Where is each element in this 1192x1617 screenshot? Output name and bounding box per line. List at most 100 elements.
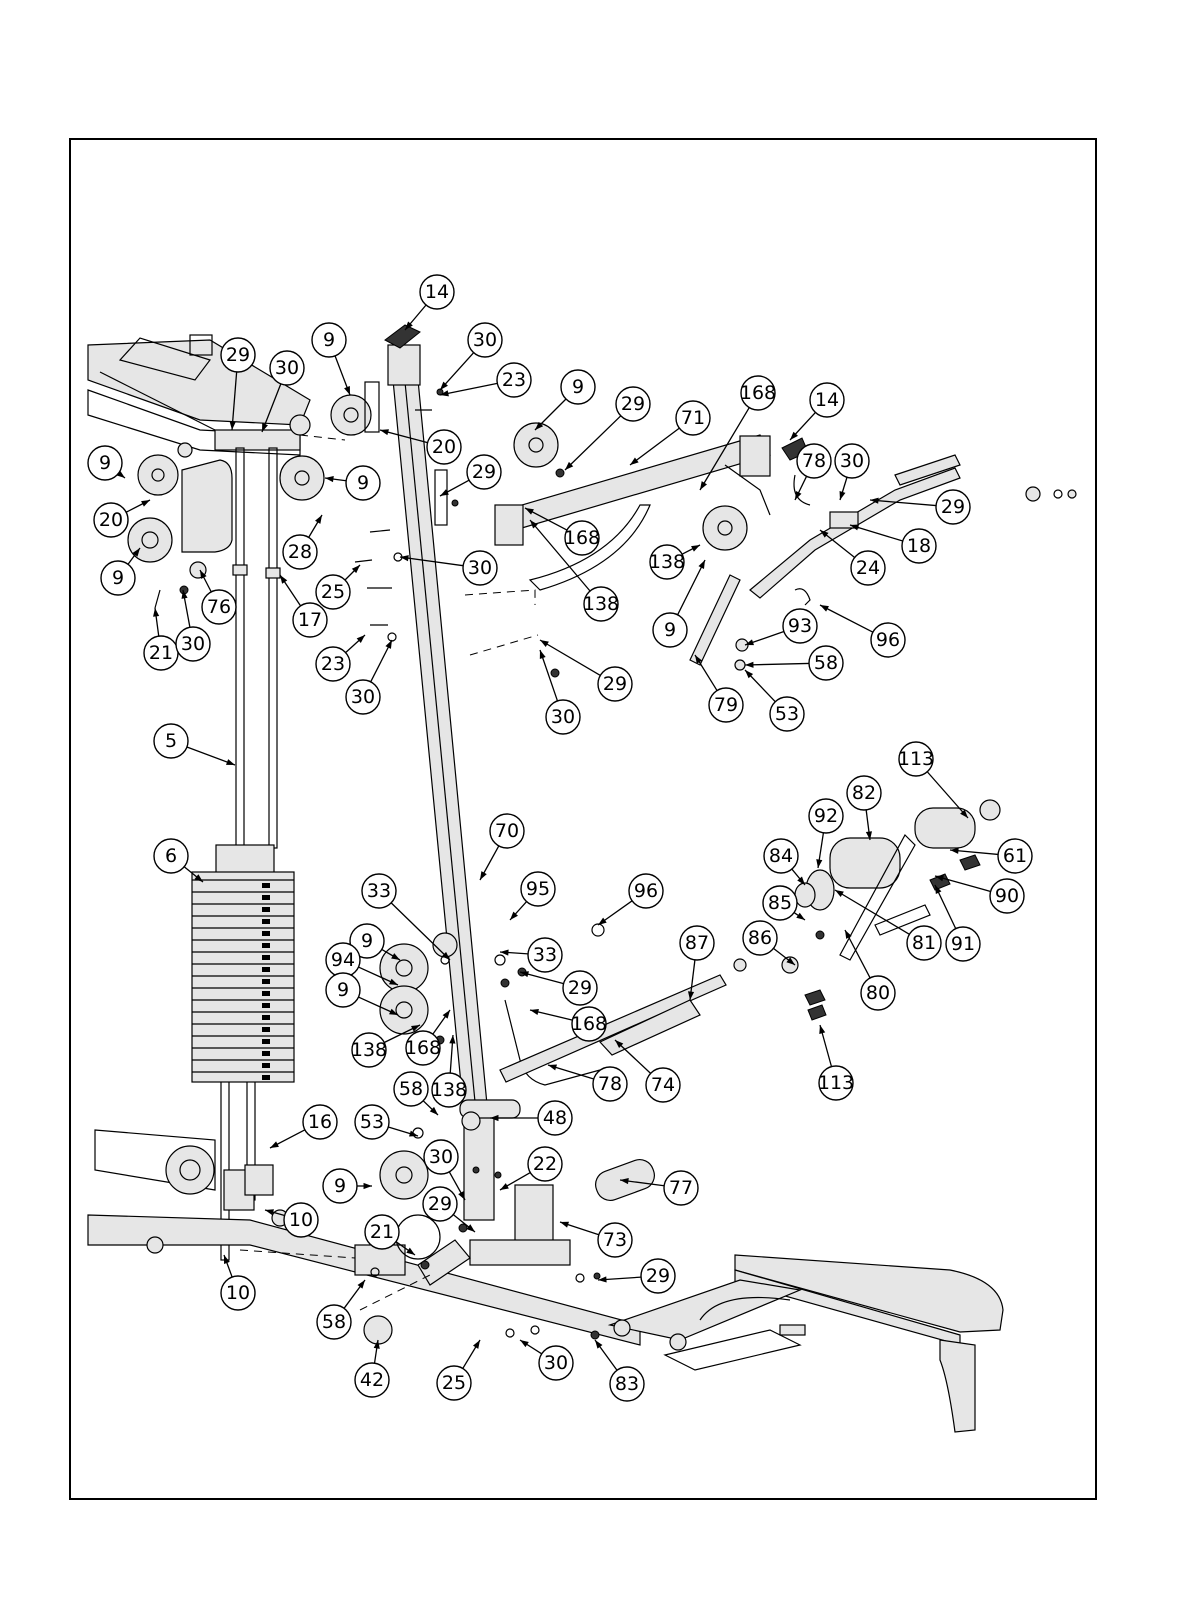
part-callout: 80 [861, 976, 895, 1010]
leader-arrowhead [698, 560, 705, 569]
part-callout: 18 [902, 529, 936, 563]
part-callout: 73 [598, 1223, 632, 1257]
callout-number: 20 [432, 436, 456, 458]
callout-number: 9 [572, 376, 584, 398]
part-callout: 29 [423, 1187, 457, 1221]
leader-arrowhead [840, 491, 846, 500]
part-callout: 9 [88, 446, 122, 480]
part-callout: 53 [355, 1105, 389, 1139]
part-callout: 58 [809, 646, 843, 680]
callout-number: 16 [308, 1111, 332, 1133]
callout-number: 9 [664, 619, 676, 641]
part-callout: 9 [312, 323, 346, 357]
callout-number: 5 [165, 730, 177, 752]
leader-line [440, 383, 497, 395]
part-callout: 22 [528, 1147, 562, 1181]
weight-plate-pin-slot [262, 895, 270, 900]
callout-number: 70 [495, 820, 519, 842]
parts-drawing [88, 325, 1076, 1432]
part-callout: 91 [946, 927, 980, 961]
part-callout: 53 [770, 697, 804, 731]
part-callout: 9 [346, 466, 380, 500]
weight-plate-pin-slot [262, 1063, 270, 1068]
weight-plate-pin-slot [262, 931, 270, 936]
part-callout: 168 [571, 1007, 607, 1041]
part-callout: 78 [797, 444, 831, 478]
leader-arrowhead [950, 848, 959, 854]
part-callout: 30 [270, 351, 304, 385]
callout-number: 29 [603, 673, 627, 695]
callout-number: 81 [912, 932, 936, 954]
callout-number: 58 [322, 1311, 346, 1333]
weight-plate-pin-slot [262, 943, 270, 948]
part-callout: 85 [763, 886, 797, 920]
part-callout: 138 [431, 1073, 467, 1107]
weight-plate-pin-slot [262, 967, 270, 972]
callout-number: 25 [442, 1372, 466, 1394]
part-callout: 29 [641, 1259, 675, 1293]
part-callout: 30 [835, 444, 869, 478]
callout-number: 48 [543, 1107, 567, 1129]
part-callout: 87 [680, 926, 714, 960]
leader-arrowhead [540, 640, 549, 647]
part-callout: 138 [649, 545, 685, 579]
callout-number: 21 [149, 642, 173, 664]
callout-number: 85 [768, 892, 792, 914]
callout-number: 30 [544, 1352, 568, 1374]
part-callout: 61 [998, 839, 1032, 873]
leader-arrowhead [315, 515, 322, 524]
leader-arrowhead [540, 650, 546, 659]
callout-number: 138 [351, 1039, 387, 1061]
part-callout: 81 [907, 926, 941, 960]
callout-number: 25 [321, 581, 345, 603]
leader-arrowhead [270, 1141, 279, 1148]
callout-number: 92 [814, 805, 838, 827]
part-callout: 76 [202, 590, 236, 624]
part-callout: 74 [646, 1068, 680, 1102]
leader-arrowhead [325, 476, 334, 482]
part-callout: 92 [809, 799, 843, 833]
callout-number: 28 [288, 541, 312, 563]
weight-plate-pin-slot [262, 883, 270, 888]
callout-number: 79 [714, 694, 738, 716]
leader-arrowhead [691, 545, 700, 552]
callout-number: 77 [669, 1177, 693, 1199]
callout-number: 20 [99, 509, 123, 531]
part-callout: 9 [101, 561, 135, 595]
part-callout: 33 [528, 938, 562, 972]
part-callout: 96 [629, 874, 663, 908]
callout-number: 9 [337, 979, 349, 1001]
part-callout: 113 [818, 1066, 854, 1100]
callout-number: 30 [275, 357, 299, 379]
weight-plate-pin-slot [262, 1075, 270, 1080]
leader-arrowhead [700, 481, 707, 490]
callout-number: 9 [357, 472, 369, 494]
callout-number: 30 [429, 1146, 453, 1168]
press-rod [500, 959, 746, 1082]
callout-number: 168 [564, 527, 600, 549]
callout-number: 80 [866, 982, 890, 1004]
leader-arrowhead [141, 500, 150, 507]
part-callout: 113 [898, 742, 934, 776]
part-callout: 29 [467, 455, 501, 489]
callout-number: 87 [685, 932, 709, 954]
callout-number: 30 [351, 686, 375, 708]
callout-number: 58 [814, 652, 838, 674]
part-callout: 14 [420, 275, 454, 309]
leader-arrowhead [595, 1340, 602, 1349]
part-callout: 29 [616, 387, 650, 421]
callout-number: 78 [598, 1073, 622, 1095]
callout-number: 76 [207, 596, 231, 618]
callout-number: 93 [788, 615, 812, 637]
weight-plate-pin-slot [262, 979, 270, 984]
leader-arrowhead [835, 890, 844, 897]
part-callout: 20 [94, 503, 128, 537]
part-callout: 30 [176, 627, 210, 661]
part-callout: 168 [405, 1031, 441, 1065]
part-callout: 10 [284, 1203, 318, 1237]
leader-arrowhead [598, 918, 607, 925]
callout-number: 42 [360, 1369, 384, 1391]
callout-number: 138 [583, 593, 619, 615]
part-callout: 10 [221, 1276, 255, 1310]
